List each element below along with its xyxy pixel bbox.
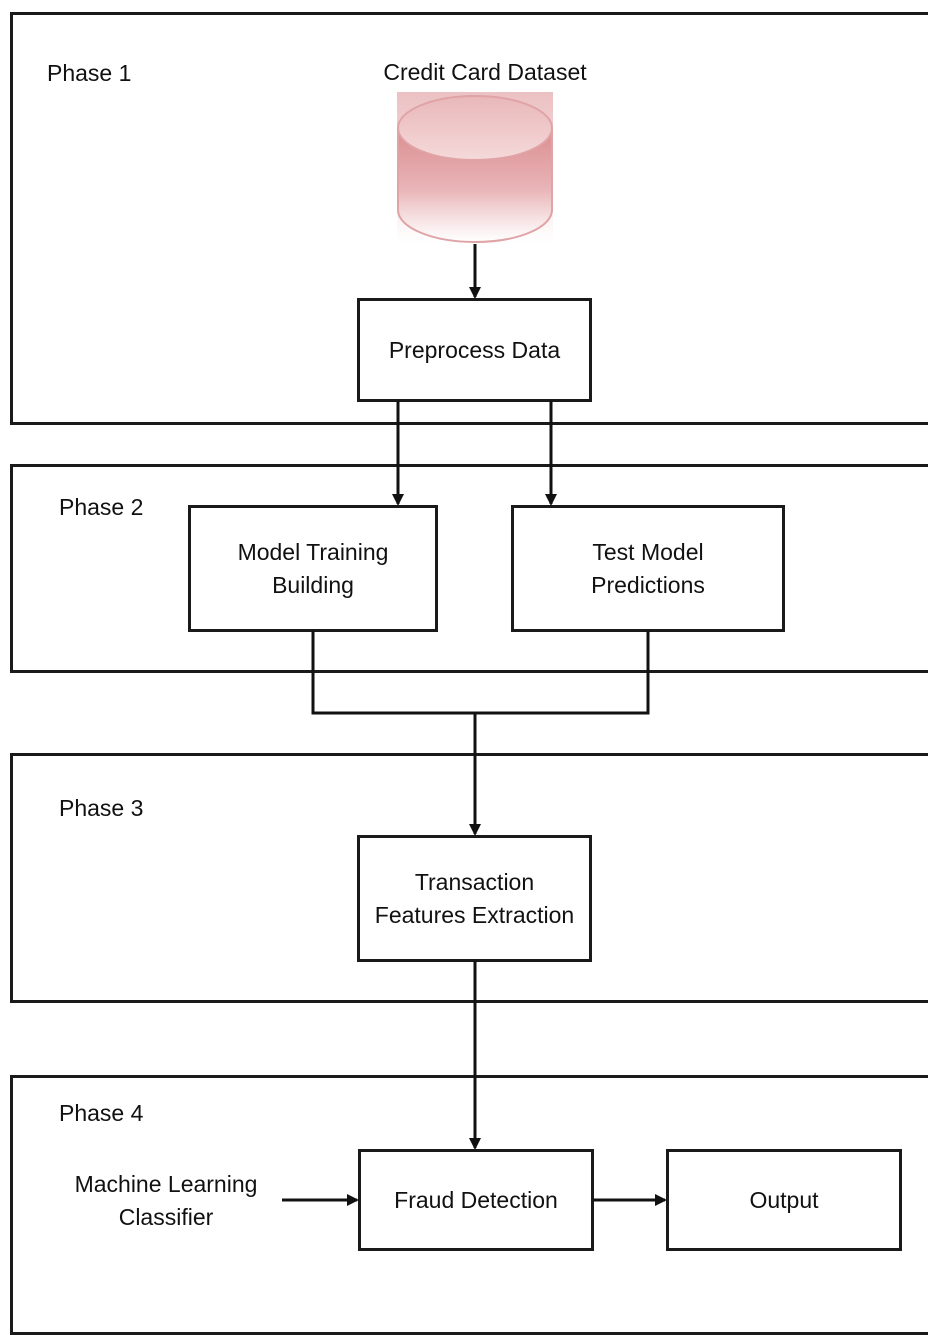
- test-model-box: Test Model Predictions: [511, 505, 785, 632]
- fraud-detection-box: Fraud Detection: [358, 1149, 594, 1251]
- phase-2-label: Phase 2: [59, 494, 144, 520]
- database-cylinder-icon: [397, 92, 553, 244]
- feature-extraction-box: Transaction Features Extraction: [357, 835, 592, 962]
- phase-2-panel: [10, 464, 928, 673]
- feature-extraction-label: Transaction Features Extraction: [374, 868, 575, 928]
- preprocess-data-label: Preprocess Data: [388, 336, 561, 363]
- phase-4-label: Phase 4: [59, 1100, 144, 1126]
- dataset-label: Credit Card Dataset: [383, 59, 587, 85]
- fraud-detection-label: Fraud Detection: [394, 1186, 558, 1213]
- model-training-box: Model Training Building: [188, 505, 438, 632]
- phase-1-label: Phase 1: [47, 60, 132, 86]
- preprocess-data-box: Preprocess Data: [357, 298, 592, 402]
- output-label: Output: [749, 1186, 819, 1213]
- phase-3-label: Phase 3: [59, 795, 144, 821]
- test-model-label: Test Model Predictions: [591, 538, 705, 598]
- output-box: Output: [666, 1149, 902, 1251]
- ml-classifier-label: Machine Learning Classifier: [74, 1171, 258, 1230]
- model-training-label: Model Training Building: [237, 538, 389, 598]
